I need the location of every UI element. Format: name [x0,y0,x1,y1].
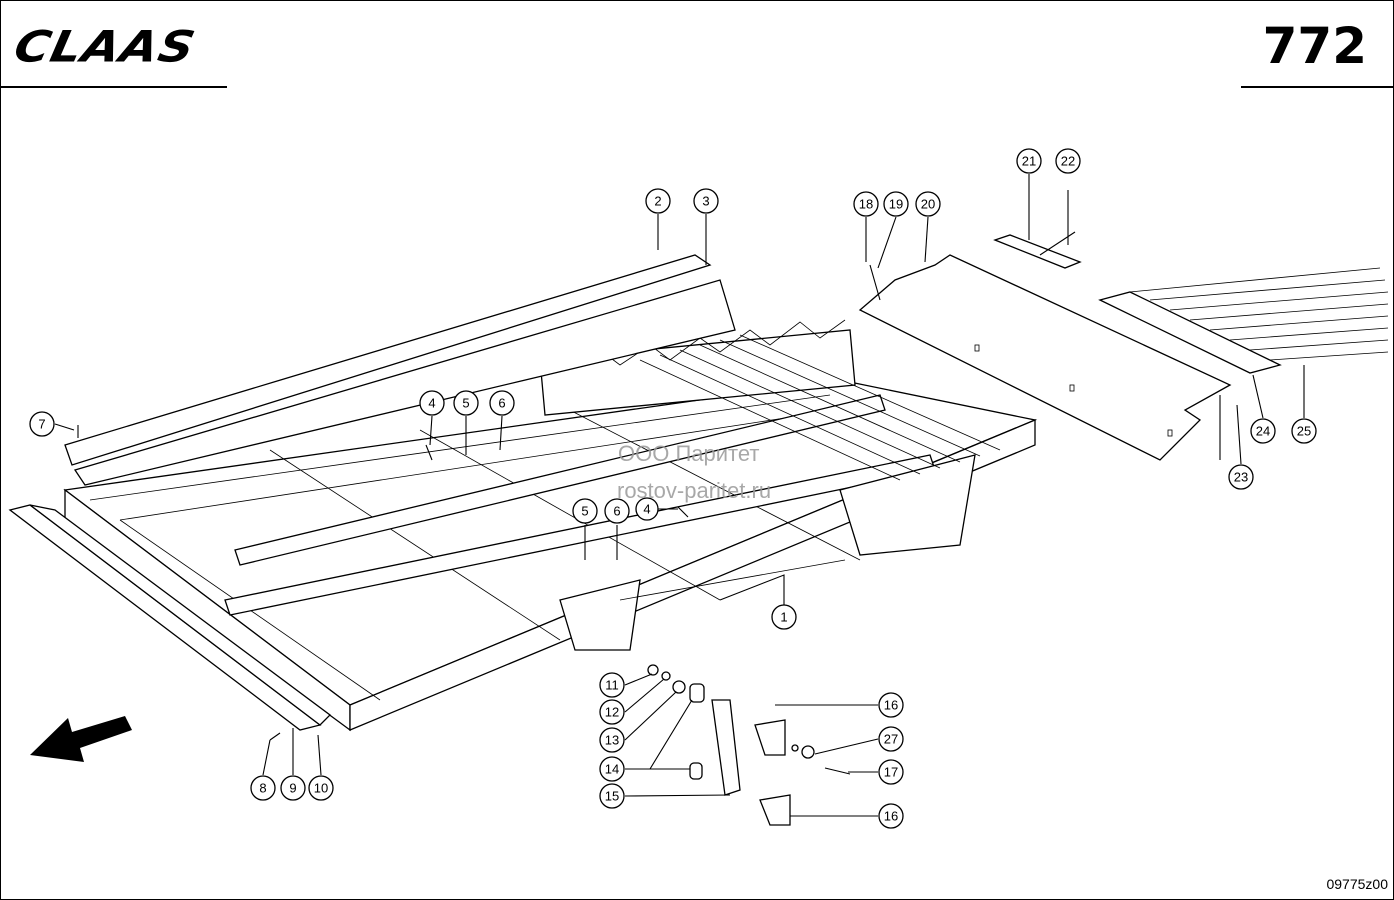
callout-14: 14 [599,756,625,782]
page-number: 772 [1262,17,1367,75]
callout-4b: 4 [635,497,659,521]
callout-16b: 16 [878,803,904,829]
watermark-url: rostov-paritet.ru [617,478,772,503]
watermark-company: ООО Паритет [618,441,760,466]
svg-text:27: 27 [884,732,898,747]
callout-10: 10 [308,775,334,801]
callout-18: 18 [853,191,879,217]
callout-27: 27 [878,726,904,752]
svg-text:5: 5 [462,396,469,411]
logo-underline [1,86,227,88]
callout-12: 12 [599,699,625,725]
svg-text:6: 6 [613,504,620,519]
svg-text:25: 25 [1297,424,1311,439]
callout-23: 23 [1228,464,1254,490]
cover-plate [858,254,1232,461]
svg-text:13: 13 [605,733,619,748]
svg-text:2: 2 [654,194,661,209]
callout-15: 15 [599,783,625,809]
page-number-underline [1241,86,1393,88]
callout-5: 5 [453,390,479,416]
svg-text:19: 19 [889,197,903,212]
svg-text:6: 6 [498,396,505,411]
callout-22: 22 [1055,148,1081,174]
fasteners [77,190,1221,741]
drawing-code: 09775z00 [1326,876,1388,892]
svg-text:14: 14 [605,762,619,777]
svg-text:4: 4 [428,396,435,411]
main-frame [63,319,1038,732]
svg-text:17: 17 [884,765,898,780]
left-strips [8,504,331,731]
bracket [993,231,1082,269]
svg-text:12: 12 [605,705,619,720]
callout-6b: 6 [604,498,630,524]
svg-text:22: 22 [1061,154,1075,169]
top-strips [64,254,736,486]
svg-text:7: 7 [38,417,45,432]
callout-16a: 16 [878,692,904,718]
svg-text:20: 20 [921,197,935,212]
callout-19: 19 [883,191,909,217]
direction-arrow-icon [30,716,132,762]
callout-6: 6 [489,390,515,416]
callout-3: 3 [693,188,719,214]
svg-text:16: 16 [884,809,898,824]
svg-text:21: 21 [1022,154,1036,169]
callout-8: 8 [250,775,276,801]
callout-20: 20 [915,191,941,217]
callout-5b: 5 [572,498,598,524]
svg-text:15: 15 [605,789,619,804]
callout-1: 1 [771,604,797,630]
svg-text:1: 1 [780,610,787,625]
callout-7: 7 [29,411,55,437]
frame-slats [639,334,1001,481]
svg-text:9: 9 [289,781,296,796]
svg-text:23: 23 [1234,470,1248,485]
svg-text:16: 16 [884,698,898,713]
svg-text:24: 24 [1256,424,1270,439]
callout-24: 24 [1250,418,1276,444]
svg-text:8: 8 [259,781,266,796]
callout-21: 21 [1016,148,1042,174]
callout-25: 25 [1291,418,1317,444]
callout-2: 2 [645,188,671,214]
callout-11: 11 [599,672,625,698]
leader-lines [54,174,1305,817]
svg-text:3: 3 [702,194,709,209]
svg-text:5: 5 [581,504,588,519]
svg-text:10: 10 [314,781,328,796]
callout-4: 4 [419,390,445,416]
svg-text:11: 11 [605,678,619,693]
svg-text:18: 18 [859,197,873,212]
linkage-parts [647,664,851,826]
callout-13: 13 [599,727,625,753]
tine-rake [1098,267,1389,374]
callout-9: 9 [280,775,306,801]
svg-text:4: 4 [643,502,650,517]
callout-17: 17 [878,759,904,785]
